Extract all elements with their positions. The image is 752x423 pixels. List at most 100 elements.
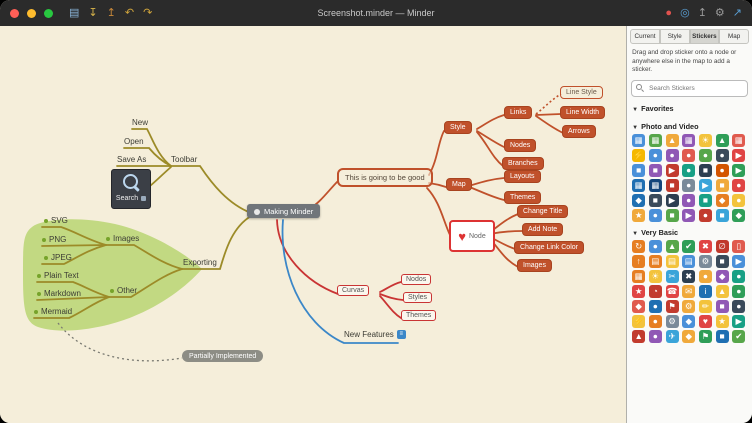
- sticker[interactable]: ●: [732, 193, 746, 207]
- sticker[interactable]: ●: [715, 163, 729, 177]
- sticker[interactable]: ■: [715, 254, 729, 268]
- sticker[interactable]: ▲: [715, 133, 729, 147]
- sticker[interactable]: ✂: [665, 269, 679, 283]
- sticker[interactable]: ●: [732, 284, 746, 298]
- mindmap-node-themes-curvas[interactable]: Themes: [401, 310, 437, 321]
- sticker[interactable]: ✔: [682, 239, 696, 253]
- mindmap-node-root[interactable]: Making Minder: [247, 204, 321, 218]
- sticker[interactable]: ▶: [732, 163, 746, 177]
- sticker[interactable]: ●: [682, 163, 696, 177]
- sticker[interactable]: ▦: [632, 269, 646, 283]
- sticker[interactable]: ●: [648, 208, 662, 222]
- sticker[interactable]: ▶: [732, 254, 746, 268]
- sticker[interactable]: ✏: [698, 299, 712, 313]
- sticker[interactable]: ★: [632, 208, 646, 222]
- zoom-icon[interactable]: ◎: [680, 6, 690, 19]
- mindmap-canvas[interactable]: Making Minder Toolbar New Open Save As S…: [0, 26, 627, 423]
- sticker[interactable]: ▲: [632, 329, 646, 343]
- mindmap-node-new[interactable]: New: [132, 118, 148, 127]
- sticker[interactable]: ▦: [732, 133, 746, 147]
- sticker[interactable]: ☎: [665, 284, 679, 298]
- sticker[interactable]: ●: [682, 178, 696, 192]
- sticker[interactable]: ▦: [648, 133, 662, 147]
- mindmap-node-save-as[interactable]: Save As: [117, 155, 146, 164]
- sticker[interactable]: ✉: [682, 284, 696, 298]
- redo-icon[interactable]: ↷: [143, 6, 153, 19]
- sticker[interactable]: ■: [665, 208, 679, 222]
- sticker[interactable]: ☀: [698, 133, 712, 147]
- sticker[interactable]: ▲: [665, 239, 679, 253]
- sticker[interactable]: ▶: [665, 193, 679, 207]
- sticker[interactable]: ⚡: [632, 314, 646, 328]
- sticker[interactable]: ■: [698, 163, 712, 177]
- sticker[interactable]: ◆: [632, 299, 646, 313]
- sticker[interactable]: ▲: [665, 133, 679, 147]
- mindmap-node-search[interactable]: Search: [111, 169, 151, 209]
- sticker[interactable]: ★: [632, 284, 646, 298]
- sticker[interactable]: ✔: [732, 329, 746, 343]
- mindmap-node-images-child[interactable]: Images: [517, 259, 552, 272]
- sticker[interactable]: ■: [698, 193, 712, 207]
- mindmap-node-links[interactable]: Links: [504, 106, 533, 119]
- mindmap-node-other[interactable]: Other: [110, 286, 137, 295]
- sticker[interactable]: ◆: [715, 269, 729, 283]
- mindmap-node-curvas[interactable]: Curvas: [337, 285, 370, 296]
- sticker[interactable]: ●: [732, 299, 746, 313]
- mindmap-node-images[interactable]: Images: [106, 234, 139, 243]
- mindmap-node-change-title[interactable]: Change Title: [517, 205, 569, 218]
- undo-icon[interactable]: ↶: [124, 6, 135, 19]
- sticker[interactable]: i: [698, 284, 712, 298]
- sticker-search-input[interactable]: [647, 83, 743, 93]
- sticker[interactable]: ♥: [698, 314, 712, 328]
- mindmap-node-nodos[interactable]: Nodos: [401, 274, 432, 285]
- sticker[interactable]: ■: [715, 178, 729, 192]
- mindmap-node-branches[interactable]: Branches: [502, 157, 544, 170]
- settings-gear-icon[interactable]: ⚙: [714, 6, 725, 19]
- sticker[interactable]: ▶: [698, 178, 712, 192]
- sticker[interactable]: ●: [698, 208, 712, 222]
- sticker[interactable]: ■: [632, 163, 646, 177]
- save-icon[interactable]: ↧: [88, 6, 98, 19]
- mindmap-node-plain-text[interactable]: Plain Text: [37, 271, 79, 280]
- sticker[interactable]: ●: [648, 148, 662, 162]
- mindmap-node-toolbar[interactable]: Toolbar: [171, 155, 197, 164]
- sticker[interactable]: ●: [648, 329, 662, 343]
- sticker[interactable]: ☀: [648, 269, 662, 283]
- sticker[interactable]: ⚑: [698, 329, 712, 343]
- sticker[interactable]: ●: [682, 193, 696, 207]
- export-icon[interactable]: ↥: [106, 6, 116, 19]
- section-header-favorites[interactable]: ▼Favorites: [627, 101, 752, 115]
- sticker[interactable]: ◆: [682, 329, 696, 343]
- sticker[interactable]: ▦: [648, 178, 662, 192]
- mindmap-node-line-style[interactable]: Line Style: [560, 86, 603, 99]
- share-icon[interactable]: ↥: [697, 6, 707, 19]
- sticker[interactable]: ●: [698, 269, 712, 283]
- sticker[interactable]: ●: [648, 239, 662, 253]
- sticker[interactable]: ▶: [732, 148, 746, 162]
- sticker[interactable]: ●: [732, 269, 746, 283]
- mindmap-node-node[interactable]: ♥ Node: [449, 220, 495, 252]
- sticker[interactable]: ●: [665, 148, 679, 162]
- sticker[interactable]: ⚡: [632, 148, 646, 162]
- sticker[interactable]: ■: [715, 208, 729, 222]
- mindmap-node-add-note[interactable]: Add Note: [522, 223, 564, 236]
- sticker[interactable]: ■: [648, 193, 662, 207]
- sticker[interactable]: ◆: [632, 193, 646, 207]
- mindmap-node-mermaid[interactable]: Mermaid: [34, 307, 72, 316]
- sticker-search[interactable]: [631, 79, 748, 97]
- sticker[interactable]: ●: [715, 148, 729, 162]
- sticker[interactable]: ⚙: [665, 314, 679, 328]
- sticker[interactable]: ■: [715, 299, 729, 313]
- sticker[interactable]: ▶: [732, 314, 746, 328]
- sticker[interactable]: ■: [648, 163, 662, 177]
- mindmap-node-layouts[interactable]: Layouts: [504, 170, 541, 183]
- sticker[interactable]: ●: [682, 148, 696, 162]
- sticker[interactable]: ●: [698, 148, 712, 162]
- sticker[interactable]: ▦: [682, 133, 696, 147]
- minimize-window-button[interactable]: [27, 8, 36, 18]
- mindmap-node-partially-implemented[interactable]: Partially Implemented: [182, 350, 264, 362]
- tab-stickers[interactable]: Stickers: [689, 29, 720, 44]
- sticker[interactable]: ▤: [648, 254, 662, 268]
- sticker[interactable]: ▶: [665, 163, 679, 177]
- sticker[interactable]: ◆: [682, 314, 696, 328]
